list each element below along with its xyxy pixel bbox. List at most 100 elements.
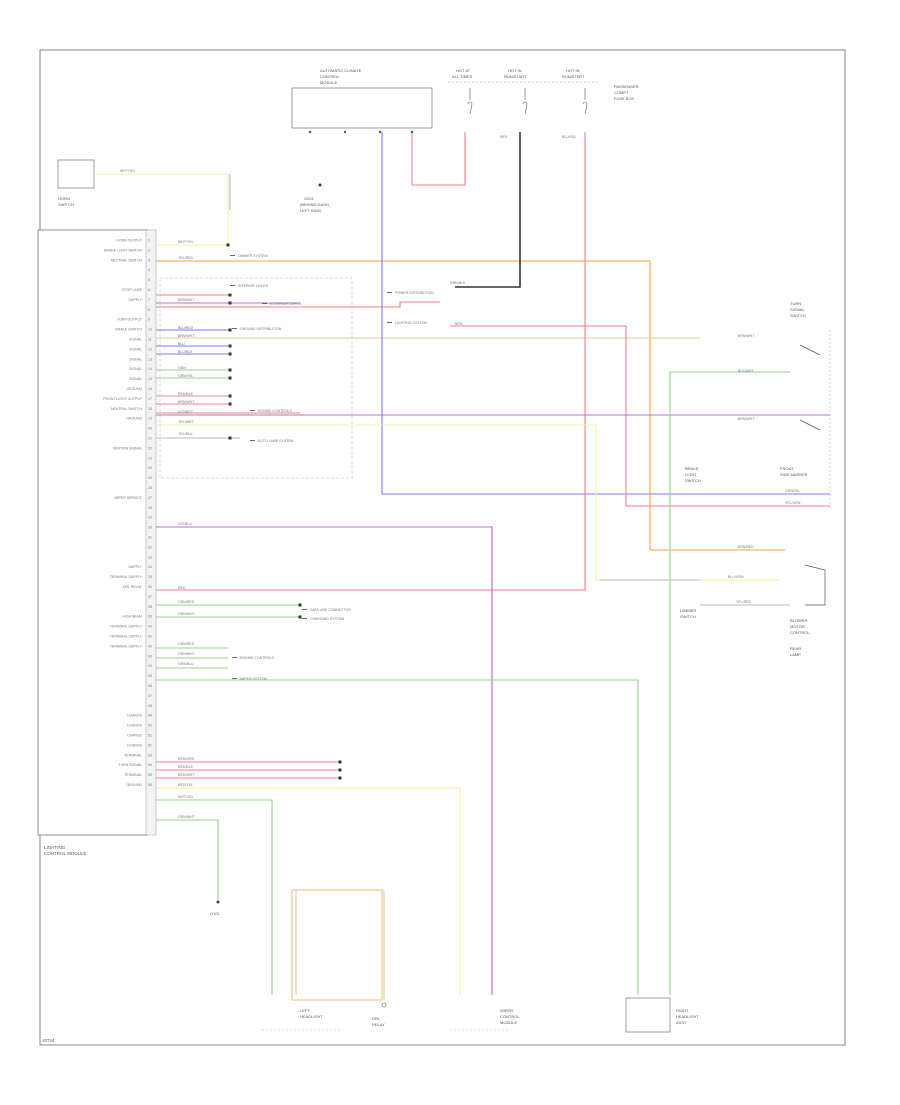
ground-note: G201 (BEHIND DASH, LEFT SIDE) — [300, 183, 330, 213]
pin-number: 52 — [148, 743, 152, 747]
connector-dot — [228, 376, 232, 380]
fuse3-label-2: RUN/START — [562, 74, 585, 79]
wire-label: RED — [500, 135, 508, 139]
wire-label: RED/BLK — [178, 765, 194, 769]
turn-signal-switch: TURN SIGNAL SWITCH — [790, 301, 831, 510]
dimmer-label-2: SWITCH — [680, 614, 696, 619]
wire-label: BLU/YEL — [562, 135, 576, 139]
left-headlight: LEFT HEADLIGHT — [262, 889, 383, 1031]
wire-yellow — [96, 173, 229, 246]
pin-number: 7 — [148, 298, 150, 302]
turn-switch-label-2: SIGNAL — [790, 307, 805, 312]
fuse3-label-1: HOT IN — [566, 68, 580, 73]
drl-relay: DRL RELAY — [372, 1002, 387, 1027]
connector-dot — [228, 328, 232, 332]
wire-label: RED/GRN — [178, 757, 195, 761]
dimmer-label-1: DIMMER — [680, 608, 696, 613]
note-layer: DIMMER SYSTEM INTERIOR LIGHTS EXTERIOR LIG… — [226, 88, 588, 780]
left-headlight-label-2: HEADLIGHT — [300, 1014, 323, 1019]
pin-number: 47 — [148, 694, 152, 698]
turn-switch-label-1: TURN — [790, 301, 801, 306]
system-note: EXTERIOR LIGHTS — [270, 302, 302, 306]
pin-number: 15 — [148, 377, 152, 381]
wire-label: VIO/BLU — [178, 522, 192, 526]
pin-label: NEUTRAL SWITCH — [111, 407, 142, 411]
blower-motor-control: BLOWER MOTOR CONTROL DIMMER SWITCH REAR … — [680, 564, 826, 657]
top-pin — [343, 130, 347, 134]
pin-label: SIGNAL — [129, 357, 142, 361]
pin-label: CHARGE — [127, 724, 143, 728]
horn-switch-label-1: HORN — [58, 196, 70, 201]
wire-label: GRN/WHT — [178, 612, 196, 616]
wire-label: BRN/WHT — [738, 417, 755, 421]
pin-number: 45 — [148, 674, 152, 678]
side-note-2: SIDE MARKER — [780, 472, 808, 477]
pin-number: 50 — [148, 724, 152, 728]
fuse-group: HOT AT ALL TIMES HOT IN RUN/START HOT IN… — [448, 68, 639, 101]
pin-number: 34 — [148, 565, 152, 569]
pin-number: 42 — [148, 644, 152, 648]
top-pin — [378, 130, 382, 134]
pin-label: SIGNAL — [129, 367, 142, 371]
pin-label: BRAKE SWITCH — [115, 328, 142, 332]
pin-number: 2 — [148, 248, 150, 252]
connector-dot — [298, 615, 302, 619]
connector-dot — [228, 352, 232, 356]
wire-red — [156, 301, 440, 308]
pin-number: 13 — [148, 357, 152, 361]
system-note: GROUND DISTRIBUTION — [240, 327, 282, 331]
wire-label: GRN/WHT — [178, 652, 196, 656]
pin-number: 56 — [148, 783, 152, 787]
pin-number: 27 — [148, 496, 152, 500]
wire-label: WHT/YEL — [178, 240, 194, 244]
wire-orange — [156, 260, 785, 551]
connector-dot — [228, 402, 232, 406]
pin-number: 55 — [148, 773, 152, 777]
wire-label: BRN/WHT — [178, 298, 195, 302]
pin-label: SIGNAL — [129, 338, 142, 342]
wire-label: BRN/WHT — [178, 334, 195, 338]
wiper-control-module: WIPER CONTROL MODULE — [450, 1008, 520, 1031]
wire-label: GRN/RED — [178, 642, 195, 646]
wire-label: BLU/BLK — [178, 350, 193, 354]
wire-label: RED/WHT — [178, 773, 195, 777]
pin-label: GROUND — [126, 417, 142, 421]
pin-number: 30 — [148, 526, 152, 530]
pin-number: 43 — [148, 654, 152, 658]
pin-number: 12 — [148, 347, 152, 351]
pin-number: 25 — [148, 476, 152, 480]
wiper-label-2: CONTROL — [500, 1014, 520, 1019]
side-note-1: FRONT — [780, 466, 794, 471]
top-pin — [308, 130, 312, 134]
right-headlight-label-3: ASSY — [676, 1020, 687, 1025]
connector-dot — [228, 368, 232, 372]
wire-label: YEL/BLU — [178, 432, 193, 436]
pin-number: 35 — [148, 575, 152, 579]
connector-dot — [338, 768, 342, 772]
wire-green — [156, 799, 273, 995]
connector-dot — [228, 394, 232, 398]
wire-label: RED — [178, 586, 186, 590]
brake-switch-label-1: BRAKE — [685, 466, 699, 471]
system-note: DIMMER SYSTEM — [238, 254, 268, 258]
system-note: DATA LINK CONNECTOR — [310, 608, 351, 612]
top-pin — [410, 130, 414, 134]
system-note: INTERIOR LIGHTS — [238, 284, 269, 288]
pin-number: 4 — [148, 268, 150, 272]
connector-dot — [338, 760, 342, 764]
pin-number: 21 — [148, 437, 152, 441]
pin-number: 38 — [148, 605, 152, 609]
pin-number: 6 — [148, 288, 150, 292]
diagram-id: 10744 — [42, 1038, 55, 1043]
wire-label: BRN/WHT — [178, 400, 195, 404]
pin-label: CHARGE — [127, 743, 143, 747]
brake-switch-label-2: LIGHT — [685, 472, 697, 477]
pin-number: 11 — [148, 338, 152, 342]
pin-number: 16 — [148, 387, 152, 391]
wire-blue — [381, 132, 830, 495]
wire-label: GRN — [178, 366, 186, 370]
climate-control-module: AUTOMATIC CLIMATE CONTROL MODULE — [291, 68, 433, 129]
ground-bottom-label: G101 — [210, 911, 221, 916]
main-module-label-2: CONTROL MODULE — [44, 851, 86, 856]
